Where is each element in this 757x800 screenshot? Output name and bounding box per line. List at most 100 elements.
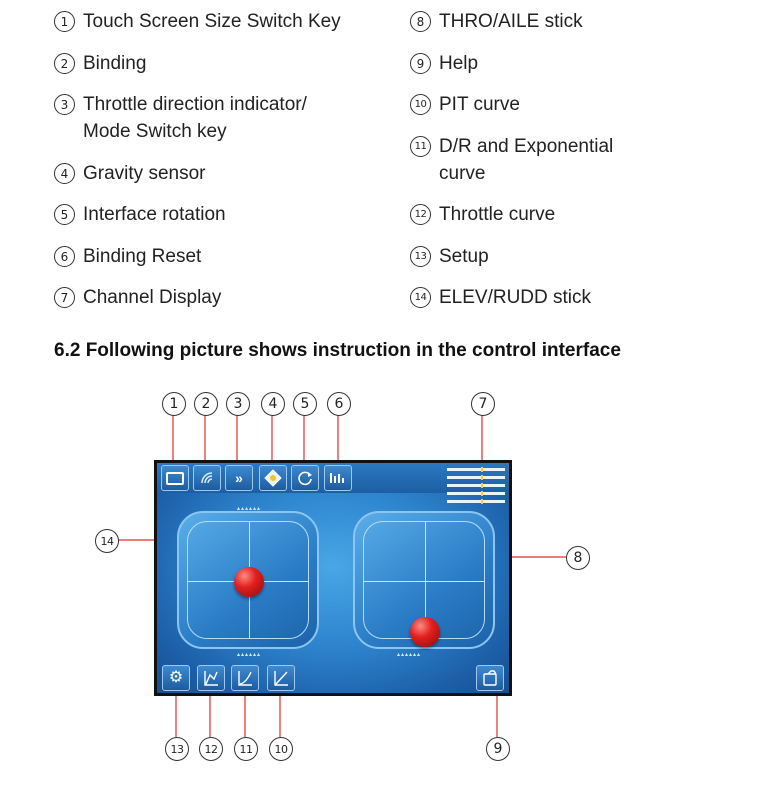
pad-frame <box>187 521 309 639</box>
pit-curve-button[interactable] <box>267 665 295 691</box>
channel-marker <box>481 467 483 472</box>
legend-item-13: 13 Setup <box>410 243 489 270</box>
callout-3: 3 <box>226 392 250 416</box>
pad-ticks: ▴▴▴▴▴▴ <box>237 652 262 658</box>
callout-6: 6 <box>327 392 351 416</box>
elev-rudd-stick-pad[interactable] <box>177 511 319 649</box>
legend-item-1: 1 Touch Screen Size Switch Key <box>54 8 341 35</box>
channel-bar <box>447 500 505 503</box>
legend-label: Touch Screen Size Switch Key <box>83 11 341 32</box>
interface-rotation-button[interactable] <box>291 465 319 491</box>
legend-item-12: 12 Throttle curve <box>410 201 555 228</box>
legend-label: ELEV/RUDD stick <box>439 287 592 308</box>
legend-label: Gravity sensor <box>83 163 206 184</box>
callout-11: 11 <box>234 737 258 761</box>
channel-marker <box>481 475 483 480</box>
legend-label: Help <box>439 53 479 74</box>
legend-number: 14 <box>410 287 431 308</box>
legend-number: 8 <box>410 11 431 32</box>
pad-crosshair-h <box>363 581 485 582</box>
channel-bar <box>447 476 505 479</box>
legend-label: Binding <box>83 53 147 74</box>
legend-item-14: 14 ELEV/RUDD stick <box>410 284 591 311</box>
callout-13: 13 <box>165 737 189 761</box>
gravity-sensor-icon <box>264 469 282 487</box>
callout-4: 4 <box>261 392 285 416</box>
legend-number: 5 <box>54 204 75 225</box>
legend-label: Binding Reset <box>83 246 202 267</box>
legend-label: Channel Display <box>83 287 222 308</box>
binding-button[interactable] <box>193 465 221 491</box>
callout-14: 14 <box>95 529 119 553</box>
legend-number: 13 <box>410 246 431 267</box>
legend-label: Interface rotation <box>83 204 226 225</box>
channel-bar <box>447 492 505 495</box>
callout-9: 9 <box>486 737 510 761</box>
legend-item-4: 4 Gravity sensor <box>54 160 205 187</box>
legend-number: 7 <box>54 287 75 308</box>
gear-icon: ⚙ <box>168 669 184 686</box>
legend-item-6: 6 Binding Reset <box>54 243 201 270</box>
legend-number: 11 <box>410 136 431 157</box>
legend-item-10: 10 PIT curve <box>410 91 520 118</box>
legend-label: PIT curve <box>439 94 520 115</box>
legend-label: Setup <box>439 246 489 267</box>
dr-expo-curve-button[interactable] <box>231 665 259 691</box>
callout-8: 8 <box>566 546 590 570</box>
channel-marker <box>481 491 483 496</box>
screen-size-button[interactable] <box>161 465 189 491</box>
legend-item-9: 9 Help <box>410 50 478 77</box>
legend-item-11: 11 D/R and Exponential curve <box>410 133 613 187</box>
legend-label: Throttle direction indicator/ Mode Switc… <box>83 94 307 142</box>
callout-7: 7 <box>471 392 495 416</box>
callout-1: 1 <box>162 392 186 416</box>
wireless-signal-icon <box>201 472 213 484</box>
pit-curve-icon <box>274 671 288 686</box>
binding-reset-icon <box>330 473 344 483</box>
legend-number: 10 <box>410 94 431 115</box>
legend-number: 12 <box>410 204 431 225</box>
legend-item-8: 8 THRO/AILE stick <box>410 8 583 35</box>
legend-number: 6 <box>54 246 75 267</box>
legend-item-3: 3 Throttle direction indicator/ Mode Swi… <box>54 91 307 145</box>
legend-item-7: 7 Channel Display <box>54 284 221 311</box>
thro-aile-stick-ball[interactable] <box>410 617 440 647</box>
control-screen: » ▴▴▴▴▴▴ ▴▴▴▴▴▴ <box>154 460 512 696</box>
legend-label: D/R and Exponential curve <box>439 136 614 184</box>
help-icon <box>483 670 497 686</box>
legend-label: Throttle curve <box>439 204 556 225</box>
thro-aile-stick-pad[interactable] <box>353 511 495 649</box>
channel-marker <box>481 483 483 488</box>
screen-size-icon <box>166 471 184 485</box>
legend-number: 4 <box>54 163 75 184</box>
expo-curve-icon <box>238 671 252 686</box>
callout-5: 5 <box>293 392 317 416</box>
elev-rudd-stick-ball[interactable] <box>234 567 264 597</box>
legend-number: 2 <box>54 53 75 74</box>
callout-12: 12 <box>199 737 223 761</box>
gravity-sensor-button[interactable] <box>259 465 287 491</box>
rotate-icon <box>298 471 312 486</box>
legend-number: 1 <box>54 11 75 32</box>
binding-reset-button[interactable] <box>324 465 352 491</box>
channel-bar <box>447 468 505 471</box>
callout-10: 10 <box>269 737 293 761</box>
throttle-curve-icon <box>204 671 218 686</box>
channel-bar <box>447 484 505 487</box>
callout-2: 2 <box>194 392 218 416</box>
legend-number: 9 <box>410 53 431 74</box>
pad-crosshair-v <box>425 521 426 639</box>
legend-number: 3 <box>54 94 75 115</box>
section-title: 6.2 Following picture shows instruction … <box>54 340 621 361</box>
legend-item-2: 2 Binding <box>54 50 146 77</box>
setup-button[interactable]: ⚙ <box>162 665 190 691</box>
legend-label: THRO/AILE stick <box>439 11 583 32</box>
throttle-direction-button[interactable]: » <box>225 465 253 491</box>
throttle-curve-button[interactable] <box>197 665 225 691</box>
pad-ticks: ▴▴▴▴▴▴ <box>397 652 422 658</box>
double-chevron-icon: » <box>235 470 243 486</box>
legend-item-5: 5 Interface rotation <box>54 201 226 228</box>
help-button[interactable] <box>476 665 504 691</box>
channel-marker <box>481 499 483 504</box>
pad-ticks: ▴▴▴▴▴▴ <box>237 506 262 512</box>
